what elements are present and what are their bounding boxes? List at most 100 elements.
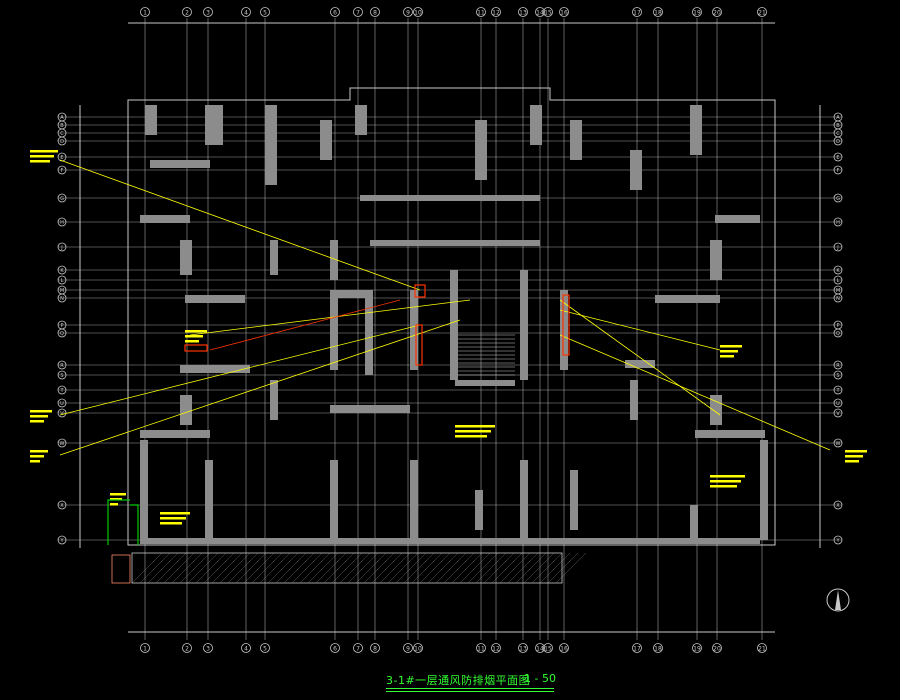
axis-bubble [833, 265, 843, 275]
wall [690, 105, 702, 155]
axis-label: C [836, 131, 840, 137]
wall [330, 290, 365, 298]
axis-bubble [632, 643, 642, 653]
axis-label: P [836, 323, 839, 329]
annotation-text-mark [845, 460, 859, 463]
axis-bubble [203, 643, 213, 653]
axis-label: N [836, 296, 840, 302]
axis-bubble [491, 643, 501, 653]
wall [625, 360, 655, 368]
axis-label: W [60, 441, 65, 447]
wall [365, 290, 373, 375]
axis-bubble [57, 328, 67, 338]
axis-bubble [559, 643, 569, 653]
axis-bubble [833, 152, 843, 162]
axis-label: A [60, 115, 64, 121]
hatch-line [307, 552, 339, 584]
axis-bubble [182, 643, 192, 653]
axis-bubble [57, 438, 67, 448]
annotation-leader [59, 319, 461, 456]
axis-label: F [61, 168, 64, 174]
hatch-line [315, 552, 347, 584]
axis-label: 6 [333, 646, 337, 653]
axis-label: 19 [693, 646, 701, 653]
hatch-line [155, 552, 187, 584]
wall [150, 160, 210, 168]
axis-label: 4 [244, 10, 248, 17]
axis-bubble [833, 136, 843, 146]
annotation-text-mark [30, 410, 52, 413]
axis-label: 17 [633, 10, 641, 17]
axis-bubble [833, 165, 843, 175]
axis-bubble [712, 7, 722, 17]
axis-label: V [836, 411, 840, 417]
axis-label: 8 [373, 646, 377, 653]
hatch-line [363, 552, 395, 584]
axis-bubble [57, 275, 67, 285]
wall [330, 240, 338, 280]
wall [475, 490, 483, 530]
hatch-line [419, 552, 451, 584]
annotation-text-mark [455, 430, 491, 433]
wall [330, 290, 338, 370]
axis-bubble [403, 7, 413, 17]
axis-bubble [491, 7, 501, 17]
wall [265, 105, 277, 185]
hatch-line [339, 552, 371, 584]
axis-label: 11 [477, 10, 485, 17]
axis-label: X [836, 503, 840, 509]
annotation-text-mark [845, 450, 867, 453]
annotation-text-mark [455, 435, 487, 438]
hatch-line [179, 552, 211, 584]
axis-bubble [833, 217, 843, 227]
wall [695, 430, 765, 438]
axis-bubble [413, 7, 423, 17]
hatch-line [459, 552, 491, 584]
axis-label: F [837, 168, 840, 174]
annotation-text-mark [110, 503, 118, 506]
axis-label: 4 [244, 646, 248, 653]
axis-label: E [836, 155, 839, 161]
axis-label: E [60, 155, 63, 161]
axis-bubble [57, 370, 67, 380]
axis-label: J [60, 245, 62, 251]
axis-label: 11 [477, 646, 485, 653]
annotation-text-mark [110, 498, 122, 501]
hatch-line [555, 552, 587, 584]
axis-label: 6 [333, 10, 337, 17]
wall [475, 120, 487, 180]
axis-label: 16 [560, 10, 568, 17]
axis-label: U [836, 401, 840, 407]
axis-bubble [57, 398, 67, 408]
air-shaft [111, 554, 131, 584]
axis-label: 17 [633, 646, 641, 653]
smoke-exhaust-shaft [414, 284, 426, 298]
axis-bubble [476, 643, 486, 653]
hatch-line [163, 552, 195, 584]
hatch-line [299, 552, 331, 584]
annotation-text-mark [160, 512, 190, 515]
wall [320, 120, 332, 160]
axis-label: 20 [713, 646, 721, 653]
axis-bubble [57, 217, 67, 227]
axis-label: 9 [406, 646, 410, 653]
axis-label: 18 [654, 10, 662, 17]
axis-bubble [57, 193, 67, 203]
axis-bubble [833, 408, 843, 418]
wall [185, 295, 245, 303]
wall [655, 295, 720, 303]
axis-bubble [535, 643, 545, 653]
axis-label: J [836, 245, 838, 251]
axis-bubble [57, 293, 67, 303]
wall [570, 120, 582, 160]
annotation-text-mark [30, 455, 44, 458]
hatch-line [499, 552, 531, 584]
axis-bubble [476, 7, 486, 17]
axis-bubble [833, 438, 843, 448]
axis-label: D [60, 139, 64, 145]
annotation-leader [59, 324, 421, 416]
annotation-text-mark [30, 155, 54, 158]
axis-bubble [370, 7, 380, 17]
axis-label: S [60, 373, 63, 379]
